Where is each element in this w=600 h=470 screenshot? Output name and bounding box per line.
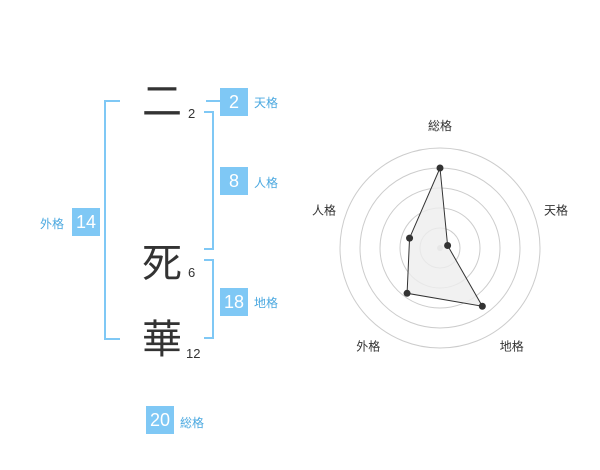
name-char-2: 死 [142,241,182,287]
soukaku-label: 総格 [180,416,205,430]
gaikaku-value-badge: 14 [72,208,100,236]
chikaku-value-badge: 18 [220,288,248,316]
radar-series [406,166,484,307]
chikaku-label: 地格 [254,296,279,310]
radar-point-3 [478,302,486,310]
tenkaku-bracket [206,100,220,102]
tenkaku-label: 天格 [254,96,279,110]
radar-point-1 [436,164,444,172]
radar-axis-label-5: 人格 [312,202,336,217]
gaikaku-label: 外格 [40,217,65,231]
stroke-count-2: 6 [188,265,196,280]
stroke-count-1: 2 [188,106,196,121]
tenkaku-value-badge: 2 [220,88,248,116]
gaikaku-bracket [104,100,120,340]
radar-point-5 [406,234,414,242]
radar-ring [339,147,541,349]
radar-axis-label-1: 総格 [428,118,452,133]
radar-points [403,164,486,310]
jinkaku-bracket [204,111,214,250]
name-char-1: 二 [142,79,182,125]
radar-point-4 [403,289,411,297]
radar-polygon [406,166,484,307]
soukaku-value-badge: 20 [146,406,174,434]
name-char-3: 華 [142,317,182,363]
jinkaku-value-badge: 8 [220,167,248,195]
chikaku-bracket [204,259,214,339]
stroke-count-3: 12 [186,346,201,361]
radar-point-2 [444,242,452,250]
radar-axis-label-2: 天格 [544,202,568,217]
jinkaku-label: 人格 [254,176,279,190]
radar-axis-label-3: 地格 [500,339,524,354]
radar-axis-label-4: 外格 [356,339,380,354]
